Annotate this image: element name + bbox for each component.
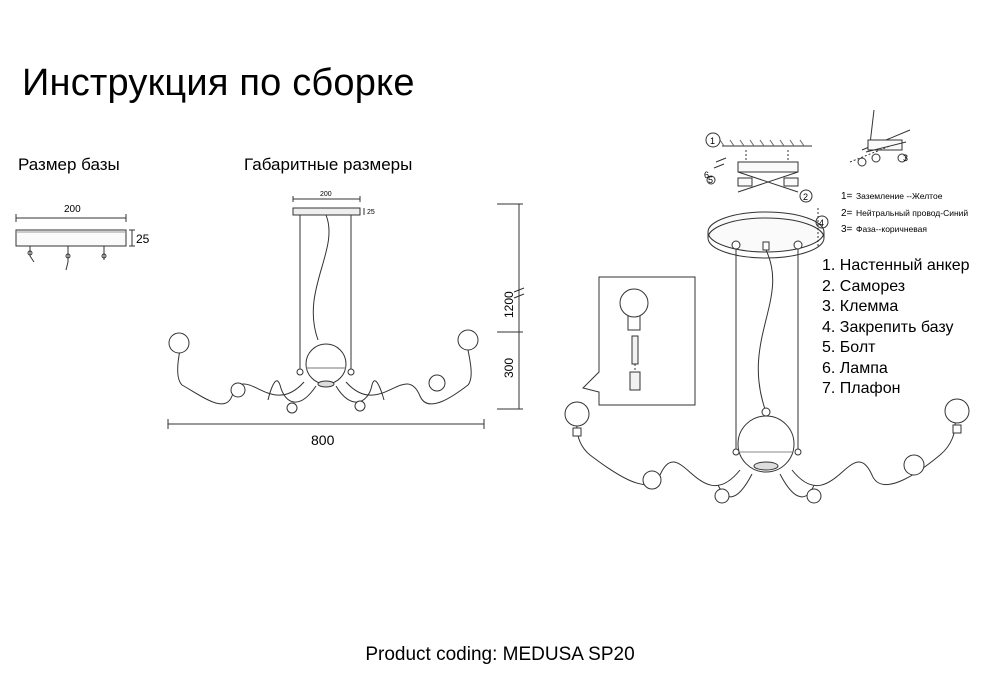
callout-3: 3: [903, 153, 908, 163]
overall-size-heading: Габаритные размеры: [244, 155, 413, 174]
base-size-heading: Размер базы: [18, 155, 120, 174]
wire-legend-3-text: Фаза--коричневая: [856, 224, 927, 234]
parts-list-item: 3. Клемма: [822, 298, 899, 315]
total-height-label: 1200: [502, 291, 516, 318]
mounting-diagram: [564, 109, 970, 504]
wire-legend-2-num: 2=: [841, 208, 853, 219]
overall-dimensions-drawing: [167, 196, 525, 429]
callout-4: 4: [819, 218, 824, 228]
parts-list-item: 6. Лампа: [822, 359, 888, 377]
parts-list-item: 1. Настенный анкер: [822, 257, 970, 274]
parts-list-item: 2. Саморез: [822, 277, 906, 295]
wire-legend-2-text: Нейтральный провод-Синий: [856, 208, 968, 218]
wire-legend-3-num: 3=: [841, 224, 853, 235]
parts-list-item: 4. Закрепить базу: [822, 318, 954, 336]
page-title: Инструкция по сборке: [22, 62, 415, 104]
base-width-label: 200: [64, 204, 81, 215]
wire-legend-1-text: Заземление --Желтое: [856, 191, 943, 201]
callout-2: 2: [803, 192, 808, 202]
overall-base-height-label: 25: [367, 209, 375, 216]
callout-5: 5: [708, 175, 713, 185]
wire-legend-1-num: 1=: [841, 191, 853, 202]
parts-list-item: 5. Болт: [822, 339, 876, 356]
parts-list-item: 7. Плафон: [822, 380, 901, 397]
body-height-label: 300: [502, 358, 516, 378]
total-width-label: 800: [311, 432, 335, 448]
base-height-label: 25: [136, 232, 150, 246]
parts-list: 1. Настенный анкер 2. Саморез 3. Клемма …: [822, 256, 970, 400]
product-coding: Product coding: MEDUSA SP20: [365, 644, 635, 665]
callout-6: 6: [704, 170, 709, 180]
overall-base-width-label: 200: [320, 191, 332, 198]
callout-1: 1: [710, 136, 715, 146]
base-size-drawing: [15, 214, 135, 271]
